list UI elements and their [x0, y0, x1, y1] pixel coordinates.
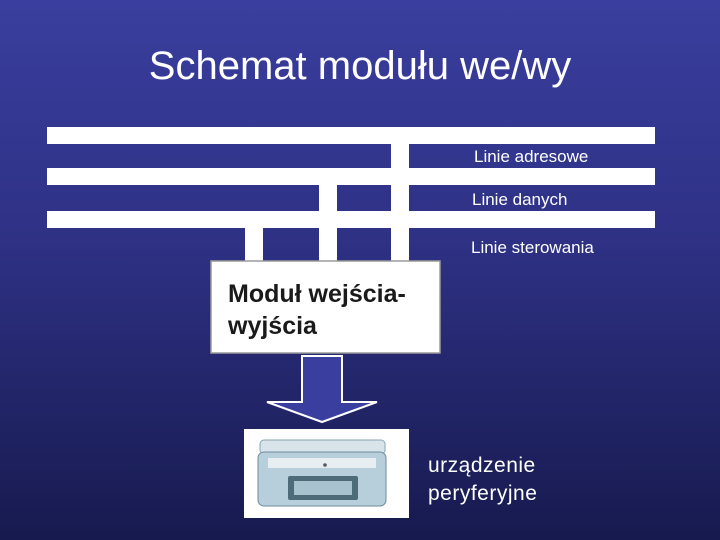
- peripheral-label-line1: urządzenie: [428, 454, 536, 477]
- control-connector: [245, 225, 263, 262]
- control-bus-line: [47, 211, 655, 228]
- address-connector: [391, 141, 409, 262]
- address-bus-line: [47, 127, 655, 144]
- peripheral-label-line2: peryferyjne: [428, 482, 538, 505]
- io-module-box: [210, 260, 441, 354]
- down-arrow: [266, 355, 378, 424]
- io-module-label: Moduł wejścia- wyjścia: [228, 278, 438, 342]
- bus-label-address: Linie adresowe: [474, 147, 589, 166]
- io-module-label-line1: Moduł wejścia-: [228, 280, 406, 308]
- io-module-label-line2: wyjścia: [228, 312, 317, 340]
- peripheral-label: urządzenie peryferyjne: [428, 452, 537, 508]
- data-connector: [319, 182, 337, 262]
- bus-label-data: Linie danych: [472, 190, 568, 209]
- printer-scanner-icon: [244, 429, 409, 518]
- data-bus-line: [47, 168, 655, 185]
- bus-label-control: Linie sterowania: [471, 238, 594, 257]
- slide-title: Schemat modułu we/wy: [148, 44, 572, 88]
